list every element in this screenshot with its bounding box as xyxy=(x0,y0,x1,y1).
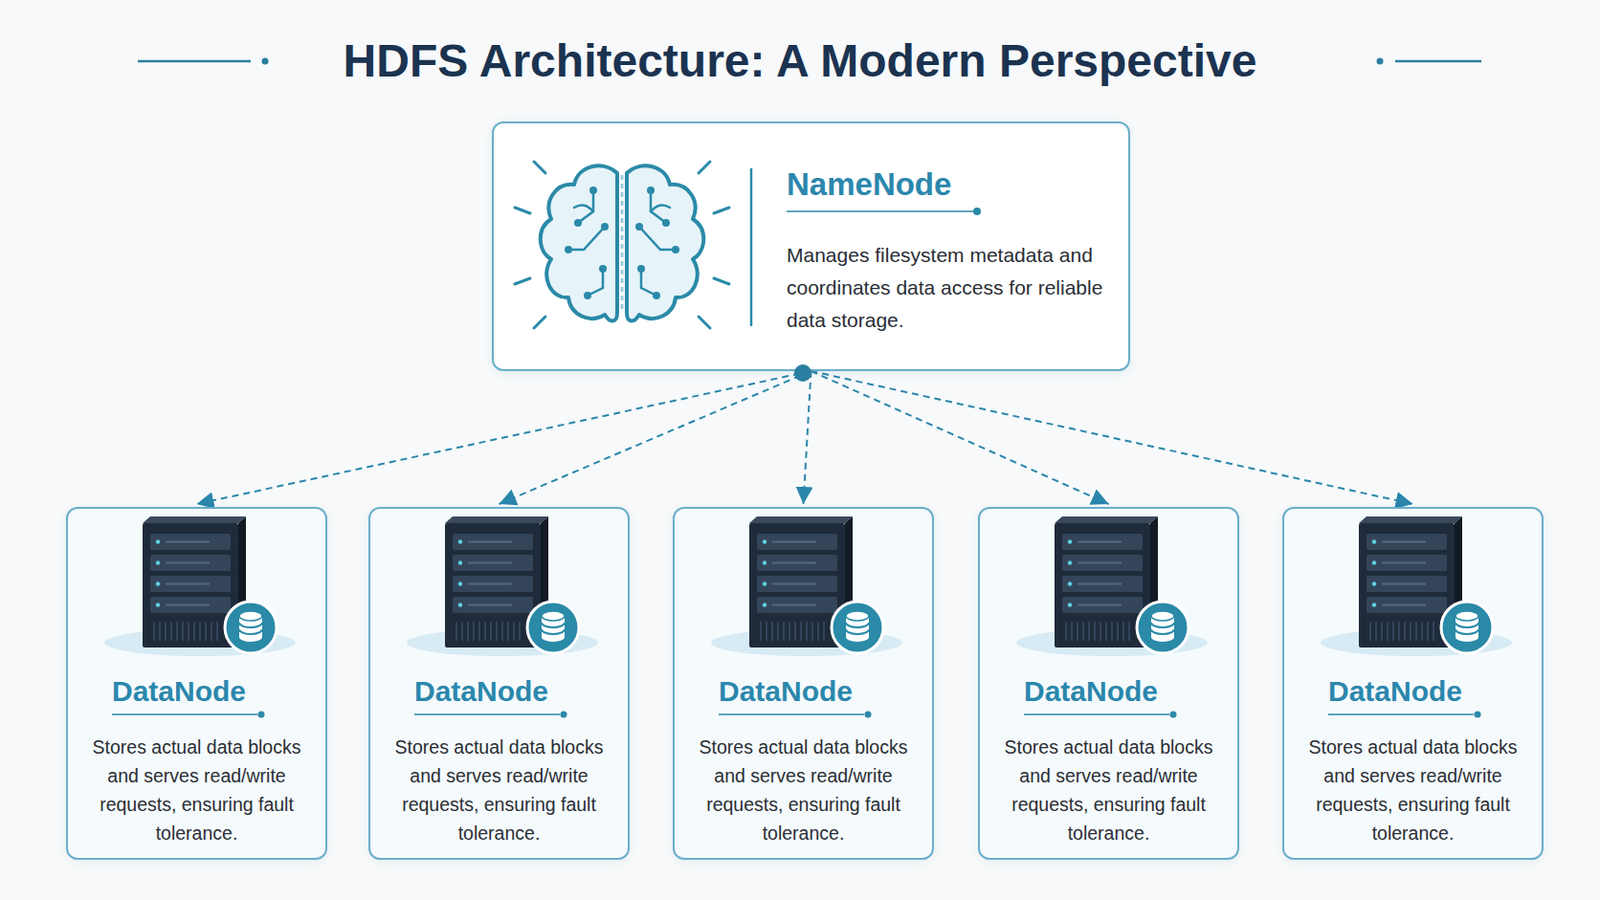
node-description: Stores actual data blocks and serves rea… xyxy=(692,733,914,848)
node-heading: DataNode xyxy=(1023,673,1158,711)
node-heading: NameNode xyxy=(786,165,952,204)
title-rule-right xyxy=(1377,58,1483,66)
connector-group xyxy=(197,371,1414,505)
worker-node-box: DataNodeStores actual data blocks and se… xyxy=(672,507,934,861)
node-heading: DataNode xyxy=(414,673,549,711)
worker-node-box: DataNodeStores actual data blocks and se… xyxy=(368,507,630,861)
master-node-box: NameNodeManages filesystem metadata and … xyxy=(491,121,1131,372)
node-description: Manages filesystem metadata and coordina… xyxy=(786,239,1112,337)
dashed-arrow xyxy=(803,371,812,505)
diagram-title: HDFS Architecture: A Modern Perspective xyxy=(0,32,1600,90)
node-description: Stores actual data blocks and serves rea… xyxy=(1302,733,1524,848)
worker-node-box: DataNodeStores actual data blocks and se… xyxy=(977,507,1240,861)
node-description: Stores actual data blocks and serves rea… xyxy=(998,733,1220,848)
worker-node-box: DataNodeStores actual data blocks and se… xyxy=(1282,507,1544,861)
node-description: Stores actual data blocks and serves rea… xyxy=(388,733,610,848)
node-heading: DataNode xyxy=(111,673,246,711)
dashed-arrow xyxy=(811,371,1110,505)
node-description: Stores actual data blocks and serves rea… xyxy=(86,733,308,848)
title-rule-left xyxy=(137,58,269,66)
dashed-arrow xyxy=(811,371,1414,505)
node-heading: DataNode xyxy=(718,673,853,711)
node-heading: DataNode xyxy=(1328,673,1463,711)
dashed-arrow xyxy=(499,371,812,505)
worker-node-box: DataNodeStores actual data blocks and se… xyxy=(66,507,328,861)
dashed-arrow xyxy=(197,371,812,505)
